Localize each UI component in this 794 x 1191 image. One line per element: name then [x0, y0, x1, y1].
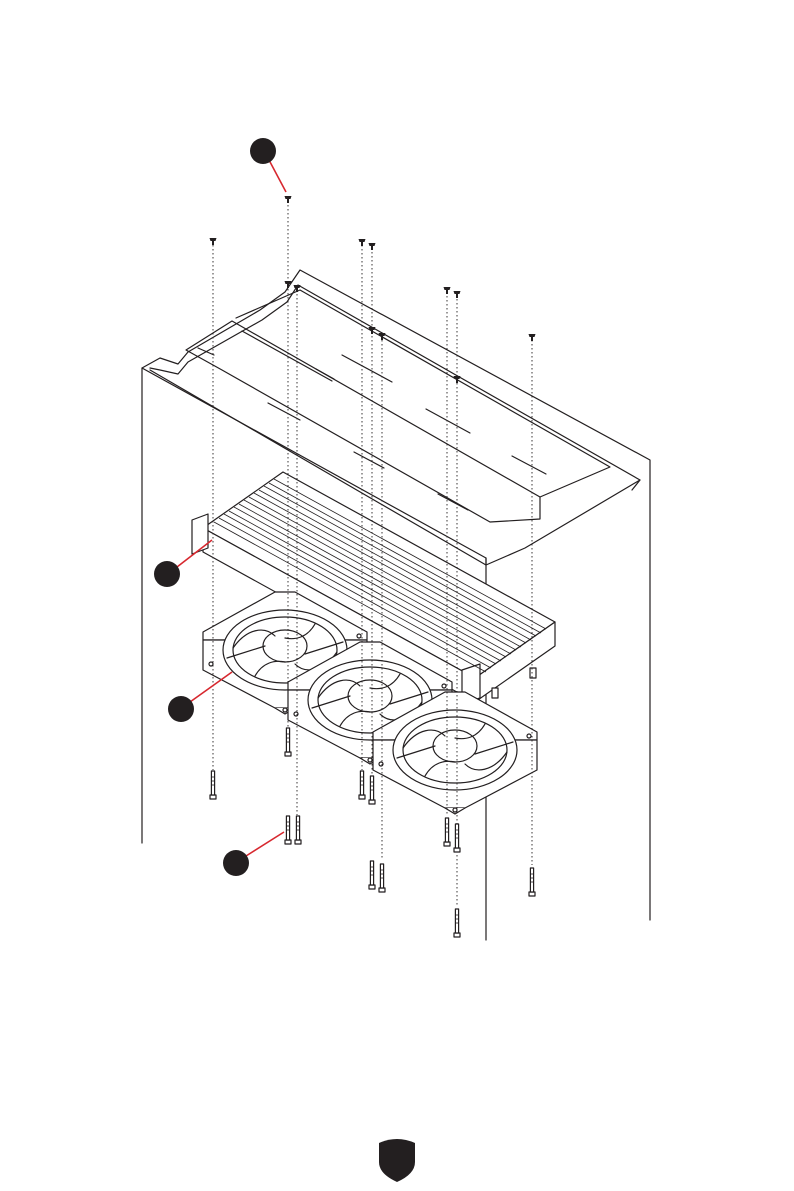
callout-long-screws [223, 832, 284, 876]
msi-shield-logo-icon [379, 1139, 415, 1182]
callout-radiator [154, 540, 212, 587]
callout-fans [168, 672, 232, 722]
callout-screws [250, 138, 286, 192]
short-screws [210, 196, 536, 383]
